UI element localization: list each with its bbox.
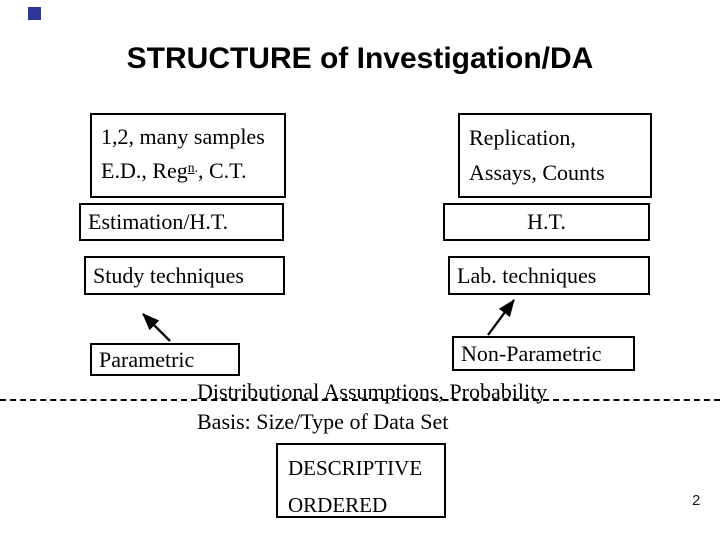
arrow-parametric-to-study-icon bbox=[142, 313, 171, 342]
replication-box-line2: Assays, Counts bbox=[469, 160, 605, 186]
arrow-nonparametric-to-lab-icon bbox=[487, 299, 515, 336]
slide-title: STRUCTURE of Investigation/DA bbox=[126, 42, 594, 75]
samples-box-line1: 1,2, many samples bbox=[101, 123, 265, 149]
ht-box: H.T. bbox=[443, 203, 650, 241]
ht-label: H.T. bbox=[527, 209, 566, 234]
descriptive-label: DESCRIPTIVE bbox=[288, 456, 423, 480]
samples-box: 1,2, many samples E.D., Regn., C.T. bbox=[90, 113, 286, 198]
reg-superscript: n bbox=[187, 159, 195, 175]
estimation-box-label: Estimation/H.T. bbox=[88, 209, 229, 234]
reg-suffix: , C.T. bbox=[197, 158, 247, 184]
estimation-box: Estimation/H.T. bbox=[79, 203, 284, 241]
replication-box: Replication, Assays, Counts bbox=[458, 113, 652, 198]
annotation-line1: Distributional Assumptions, Probability bbox=[197, 379, 548, 404]
lab-techniques-label: Lab. techniques bbox=[457, 262, 597, 288]
annotation-text: Distributional Assumptions, Probability … bbox=[197, 377, 547, 437]
descriptive-ordered-box: DESCRIPTIVE ORDERED bbox=[276, 443, 446, 518]
reg-superscript-dot: . bbox=[194, 159, 198, 175]
reg-prefix: E.D., Reg bbox=[101, 158, 188, 184]
samples-box-line2: E.D., Regn., C.T. bbox=[101, 158, 284, 187]
dashed-divider-line bbox=[0, 399, 720, 401]
nonparametric-label: Non-Parametric bbox=[461, 340, 602, 366]
study-techniques-label: Study techniques bbox=[93, 262, 244, 288]
parametric-label: Parametric bbox=[99, 346, 195, 372]
slide-accent-square-icon bbox=[28, 7, 41, 20]
lab-techniques-box: Lab. techniques bbox=[448, 256, 650, 295]
nonparametric-box: Non-Parametric bbox=[452, 336, 635, 371]
parametric-box: Parametric bbox=[90, 343, 240, 376]
annotation-line2: Basis: Size/Type of Data Set bbox=[197, 409, 449, 434]
replication-box-line1: Replication, bbox=[469, 124, 576, 150]
study-techniques-box: Study techniques bbox=[84, 256, 285, 295]
page-number: 2 bbox=[692, 492, 701, 509]
ordered-label: ORDERED bbox=[288, 493, 388, 517]
